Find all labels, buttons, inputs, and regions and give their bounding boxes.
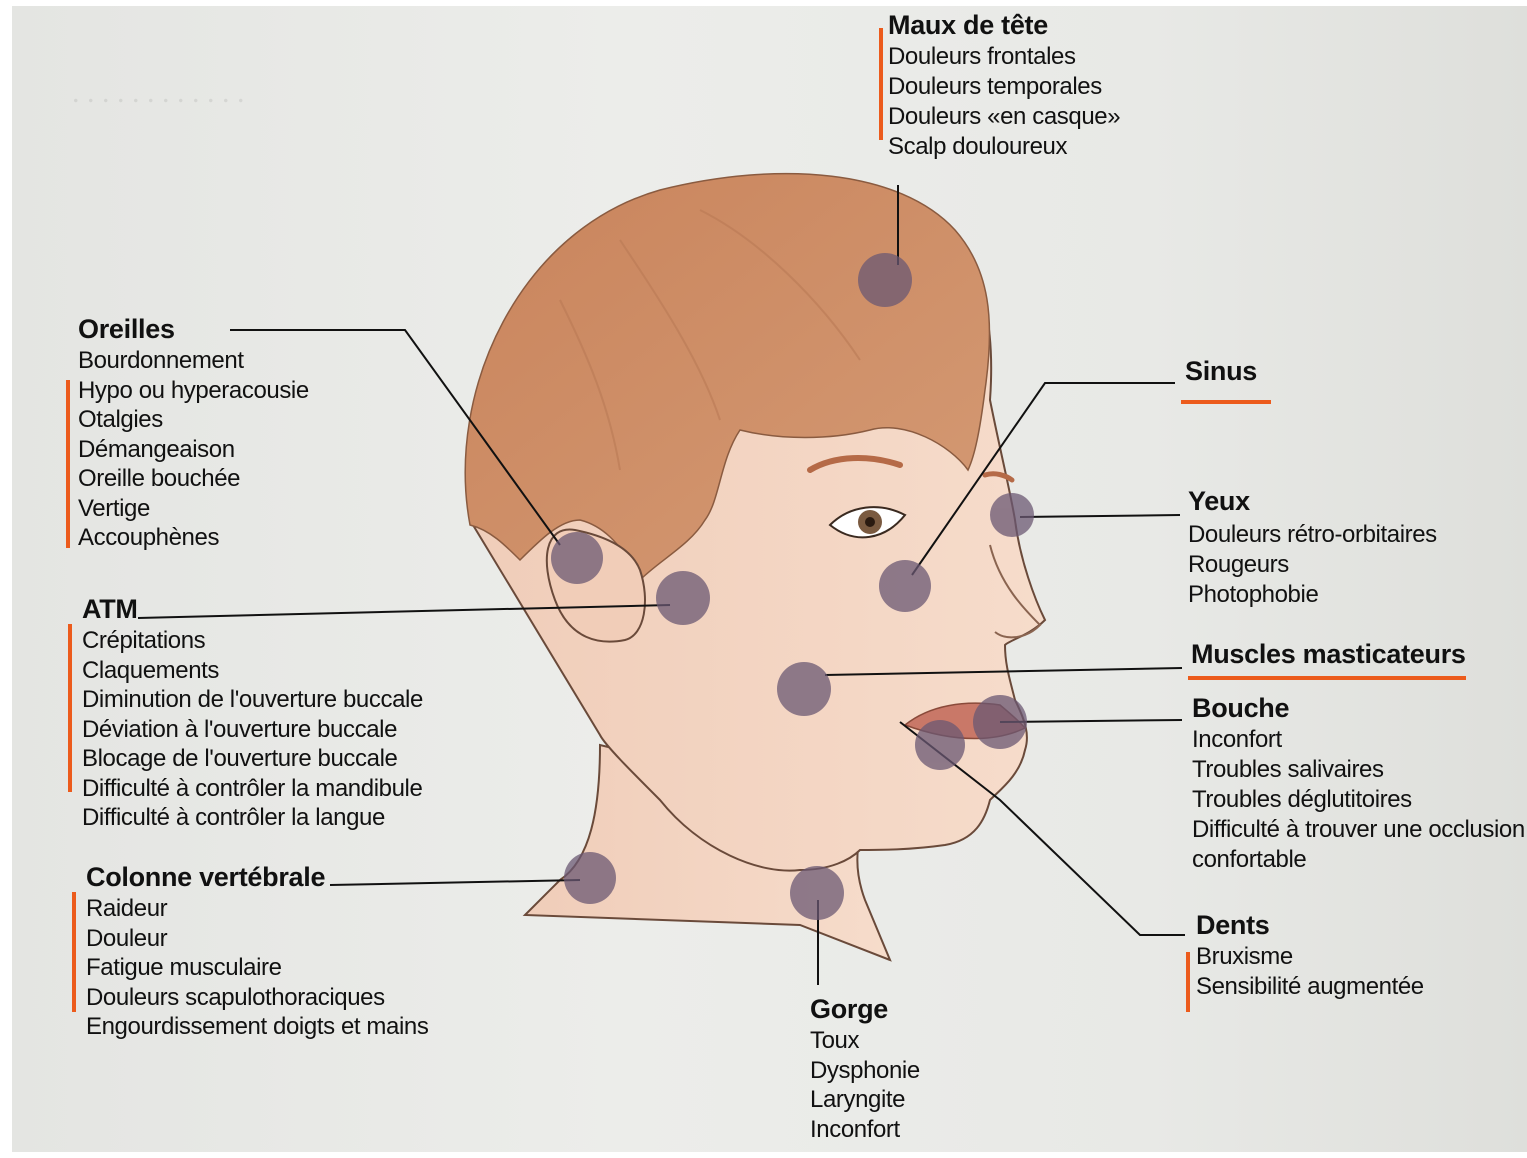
label-title: Sinus: [1185, 358, 1257, 388]
label-item: Douleurs «en casque»: [888, 102, 1120, 132]
label-item: confortable: [1192, 845, 1525, 875]
label-item: Engourdissement doigts et mains: [86, 1012, 428, 1042]
label-item: Blocage de l'ouverture buccale: [82, 744, 423, 774]
label-sinus: Sinus: [1185, 358, 1257, 388]
label-title: Dents: [1196, 912, 1424, 942]
label-items: Inconfort Troubles salivaires Troubles d…: [1192, 725, 1525, 875]
label-item: Rougeurs: [1188, 550, 1437, 580]
accent-bar-colonne: [72, 892, 76, 1012]
label-items: Bourdonnement Hypo ou hyperacousie Otalg…: [78, 346, 309, 553]
label-item: Otalgies: [78, 405, 309, 435]
label-item: Douleurs temporales: [888, 72, 1120, 102]
label-item: Difficulté à contrôler la mandibule: [82, 774, 423, 804]
accent-bar-muscles: [1188, 676, 1466, 680]
label-dents: Dents Bruxisme Sensibilité augmentée: [1196, 912, 1424, 1002]
label-item: Vertige: [78, 494, 309, 524]
label-atm: ATM Crépitations Claquements Diminution …: [82, 596, 423, 833]
label-yeux: Yeux Douleurs rétro-orbitaires Rougeurs …: [1188, 488, 1437, 610]
label-item: Difficulté à contrôler la langue: [82, 803, 423, 833]
label-item: Douleurs scapulothoraciques: [86, 983, 428, 1013]
label-item: Troubles déglutitoires: [1192, 785, 1525, 815]
label-title: Bouche: [1192, 695, 1525, 725]
label-item: Laryngite: [810, 1085, 920, 1115]
label-item: Douleurs frontales: [888, 42, 1120, 72]
label-item: Bruxisme: [1196, 942, 1424, 972]
label-item: Accouphènes: [78, 523, 309, 553]
label-oreilles: Oreilles Bourdonnement Hypo ou hyperacou…: [78, 316, 309, 553]
label-colonne-vertebrale: Colonne vertébrale Raideur Douleur Fatig…: [86, 864, 428, 1042]
label-item: Douleur: [86, 924, 428, 954]
label-item: Raideur: [86, 894, 428, 924]
label-title: Muscles masticateurs: [1191, 641, 1466, 671]
label-title: Gorge: [810, 996, 920, 1026]
accent-bar-maux: [879, 28, 883, 140]
label-item: Douleurs rétro-orbitaires: [1188, 520, 1437, 550]
label-item: Claquements: [82, 656, 423, 686]
label-bouche: Bouche Inconfort Troubles salivaires Tro…: [1192, 695, 1525, 875]
label-item: Fatigue musculaire: [86, 953, 428, 983]
label-item: Hypo ou hyperacousie: [78, 376, 309, 406]
label-item: Crépitations: [82, 626, 423, 656]
label-items: Raideur Douleur Fatigue musculaire Doule…: [86, 894, 428, 1042]
accent-bar-sinus: [1181, 400, 1271, 404]
label-title: ATM: [82, 596, 423, 626]
label-title: Yeux: [1188, 488, 1437, 520]
label-items: Douleurs rétro-orbitaires Rougeurs Photo…: [1188, 520, 1437, 610]
pupil: [865, 517, 875, 527]
label-title: Oreilles: [78, 316, 309, 346]
label-item: Déviation à l'ouverture buccale: [82, 715, 423, 745]
accent-bar-atm: [68, 624, 72, 792]
label-item: Dysphonie: [810, 1056, 920, 1086]
label-item: Diminution de l'ouverture buccale: [82, 685, 423, 715]
label-items: Toux Dysphonie Laryngite Inconfort: [810, 1026, 920, 1144]
label-item: Scalp douloureux: [888, 132, 1120, 162]
label-item: Bourdonnement: [78, 346, 309, 376]
label-item: Toux: [810, 1026, 920, 1056]
label-item: Démangeaison: [78, 435, 309, 465]
label-items: Crépitations Claquements Diminution de l…: [82, 626, 423, 833]
label-item: Oreille bouchée: [78, 464, 309, 494]
accent-bar-dents: [1186, 952, 1190, 1012]
label-items: Douleurs frontales Douleurs temporales D…: [888, 42, 1120, 162]
label-item: Difficulté à trouver une occlusion: [1192, 815, 1525, 845]
label-item: Inconfort: [1192, 725, 1525, 755]
label-maux-de-tete: Maux de tête Douleurs frontales Douleurs…: [888, 12, 1120, 162]
label-muscles-masticateurs: Muscles masticateurs: [1191, 641, 1466, 671]
label-title: Colonne vertébrale: [86, 864, 428, 894]
label-title: Maux de tête: [888, 12, 1120, 42]
accent-bar-oreilles: [66, 380, 70, 548]
label-item: Inconfort: [810, 1115, 920, 1145]
label-item: Photophobie: [1188, 580, 1437, 610]
label-item: Troubles salivaires: [1192, 755, 1525, 785]
label-gorge: Gorge Toux Dysphonie Laryngite Inconfort: [810, 996, 920, 1144]
label-items: Bruxisme Sensibilité augmentée: [1196, 942, 1424, 1002]
label-item: Sensibilité augmentée: [1196, 972, 1424, 1002]
